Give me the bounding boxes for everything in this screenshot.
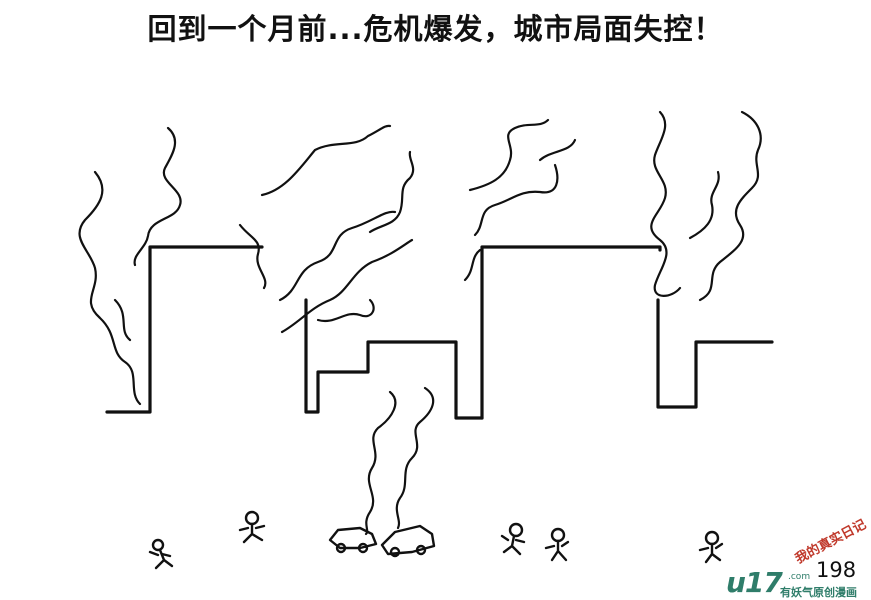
skyline bbox=[105, 245, 774, 420]
page-number: 198 bbox=[816, 558, 857, 582]
watermark-tld: .com bbox=[788, 572, 811, 582]
person-1 bbox=[148, 538, 174, 570]
person-3 bbox=[500, 522, 526, 556]
smoke-street bbox=[364, 390, 397, 536]
car-2 bbox=[380, 524, 436, 558]
person-4 bbox=[544, 527, 570, 562]
smoke-center-1 bbox=[468, 118, 550, 192]
smoke-right-1 bbox=[650, 110, 682, 297]
building-left bbox=[105, 245, 264, 414]
smoke-left-inner bbox=[133, 126, 182, 267]
smoke-middle-6 bbox=[316, 298, 375, 323]
smoke-street-2 bbox=[395, 386, 435, 530]
building-right bbox=[656, 298, 774, 409]
smoke-middle-5 bbox=[368, 150, 415, 234]
building-middle bbox=[304, 298, 484, 420]
smoke-middle-2 bbox=[260, 124, 392, 197]
running-people bbox=[148, 510, 724, 570]
person-5 bbox=[698, 530, 724, 564]
smoke-middle-3 bbox=[278, 210, 397, 302]
building-center-tall bbox=[480, 245, 662, 420]
person-2 bbox=[238, 510, 266, 544]
smoke-center-3 bbox=[463, 248, 482, 282]
smoke-middle-1 bbox=[238, 223, 267, 290]
smoke-plumes bbox=[78, 110, 762, 536]
smoke-center-4 bbox=[538, 138, 577, 162]
car-1 bbox=[328, 526, 378, 554]
watermark-subtitle: 有妖气原创漫画 bbox=[780, 586, 857, 599]
smoke-right-3 bbox=[688, 170, 720, 240]
watermark-logo: u17 bbox=[726, 566, 783, 599]
smoke-left-mid bbox=[113, 298, 132, 342]
smoke-right-2 bbox=[698, 110, 762, 302]
smoke-center-2 bbox=[473, 163, 559, 237]
smoke-left-outer bbox=[78, 170, 142, 406]
caption-text: 回到一个月前...危机爆发，城市局面失控！ bbox=[147, 12, 724, 46]
crashed-cars bbox=[328, 524, 436, 558]
smoke-middle-4 bbox=[280, 238, 414, 334]
